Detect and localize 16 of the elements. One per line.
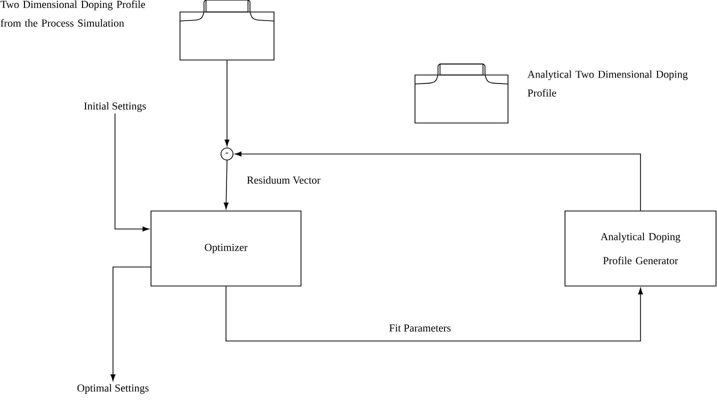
arrow: [110, 266, 151, 381]
process-box: Analytical Doping Profile Generator: [564, 210, 716, 286]
edge-label: Fit Parameters: [388, 323, 452, 333]
process-box: Optimizer: [150, 210, 302, 286]
arrow: [224, 160, 229, 210]
device-drawing: [180, 0, 274, 60]
arrow: [226, 286, 643, 342]
input-label: Initial Settings: [84, 102, 146, 112]
edge-label: Residuum Vector: [245, 174, 322, 186]
caption-text: Analytical Two Dimensional Doping Profile: [528, 70, 688, 97]
caption-text: Two Dimensional Doping Profile from the Process Simulation: [0, 0, 146, 27]
arrow: [224, 60, 230, 146]
arrow: [234, 152, 641, 211]
output-label: Optimal Settings: [77, 384, 149, 394]
arrow: [114, 113, 150, 232]
device-drawing: [414, 64, 508, 124]
